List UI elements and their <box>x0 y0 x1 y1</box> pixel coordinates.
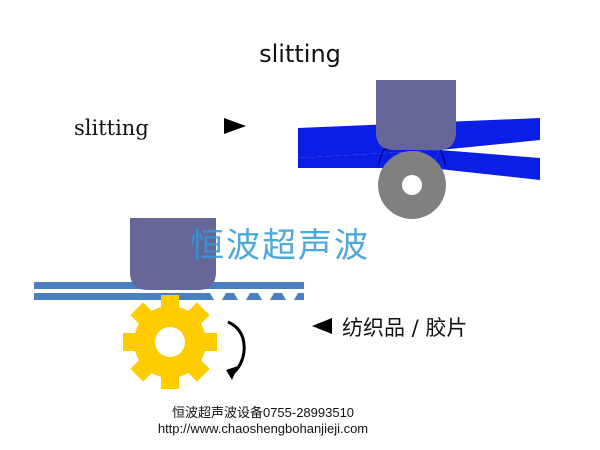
blue-material-lower-split <box>430 150 540 180</box>
ultrasonic-horn-upper <box>376 80 456 150</box>
anvil-roller-hub <box>402 175 422 195</box>
fabric-film-label: 纺织品 / 胶片 <box>342 316 468 340</box>
curved-arrow-down-icon <box>226 320 246 380</box>
play-right-icon <box>224 118 246 134</box>
fabric-strip-toothed <box>134 293 304 300</box>
fabric-strip-lower <box>34 293 134 300</box>
footer-company-phone: 恒波超声波设备0755-28993510 <box>171 405 355 420</box>
watermark-text: 恒波超声波 <box>190 226 370 266</box>
slitting-label: slitting <box>74 116 149 140</box>
gear-icon <box>123 295 217 389</box>
play-left-icon <box>312 318 332 334</box>
footer-website-link[interactable]: http://www.chaoshengbohanjieji.com <box>157 421 369 436</box>
diagram-title: slitting <box>259 40 341 68</box>
ultrasonic-horn-lower <box>130 218 216 290</box>
